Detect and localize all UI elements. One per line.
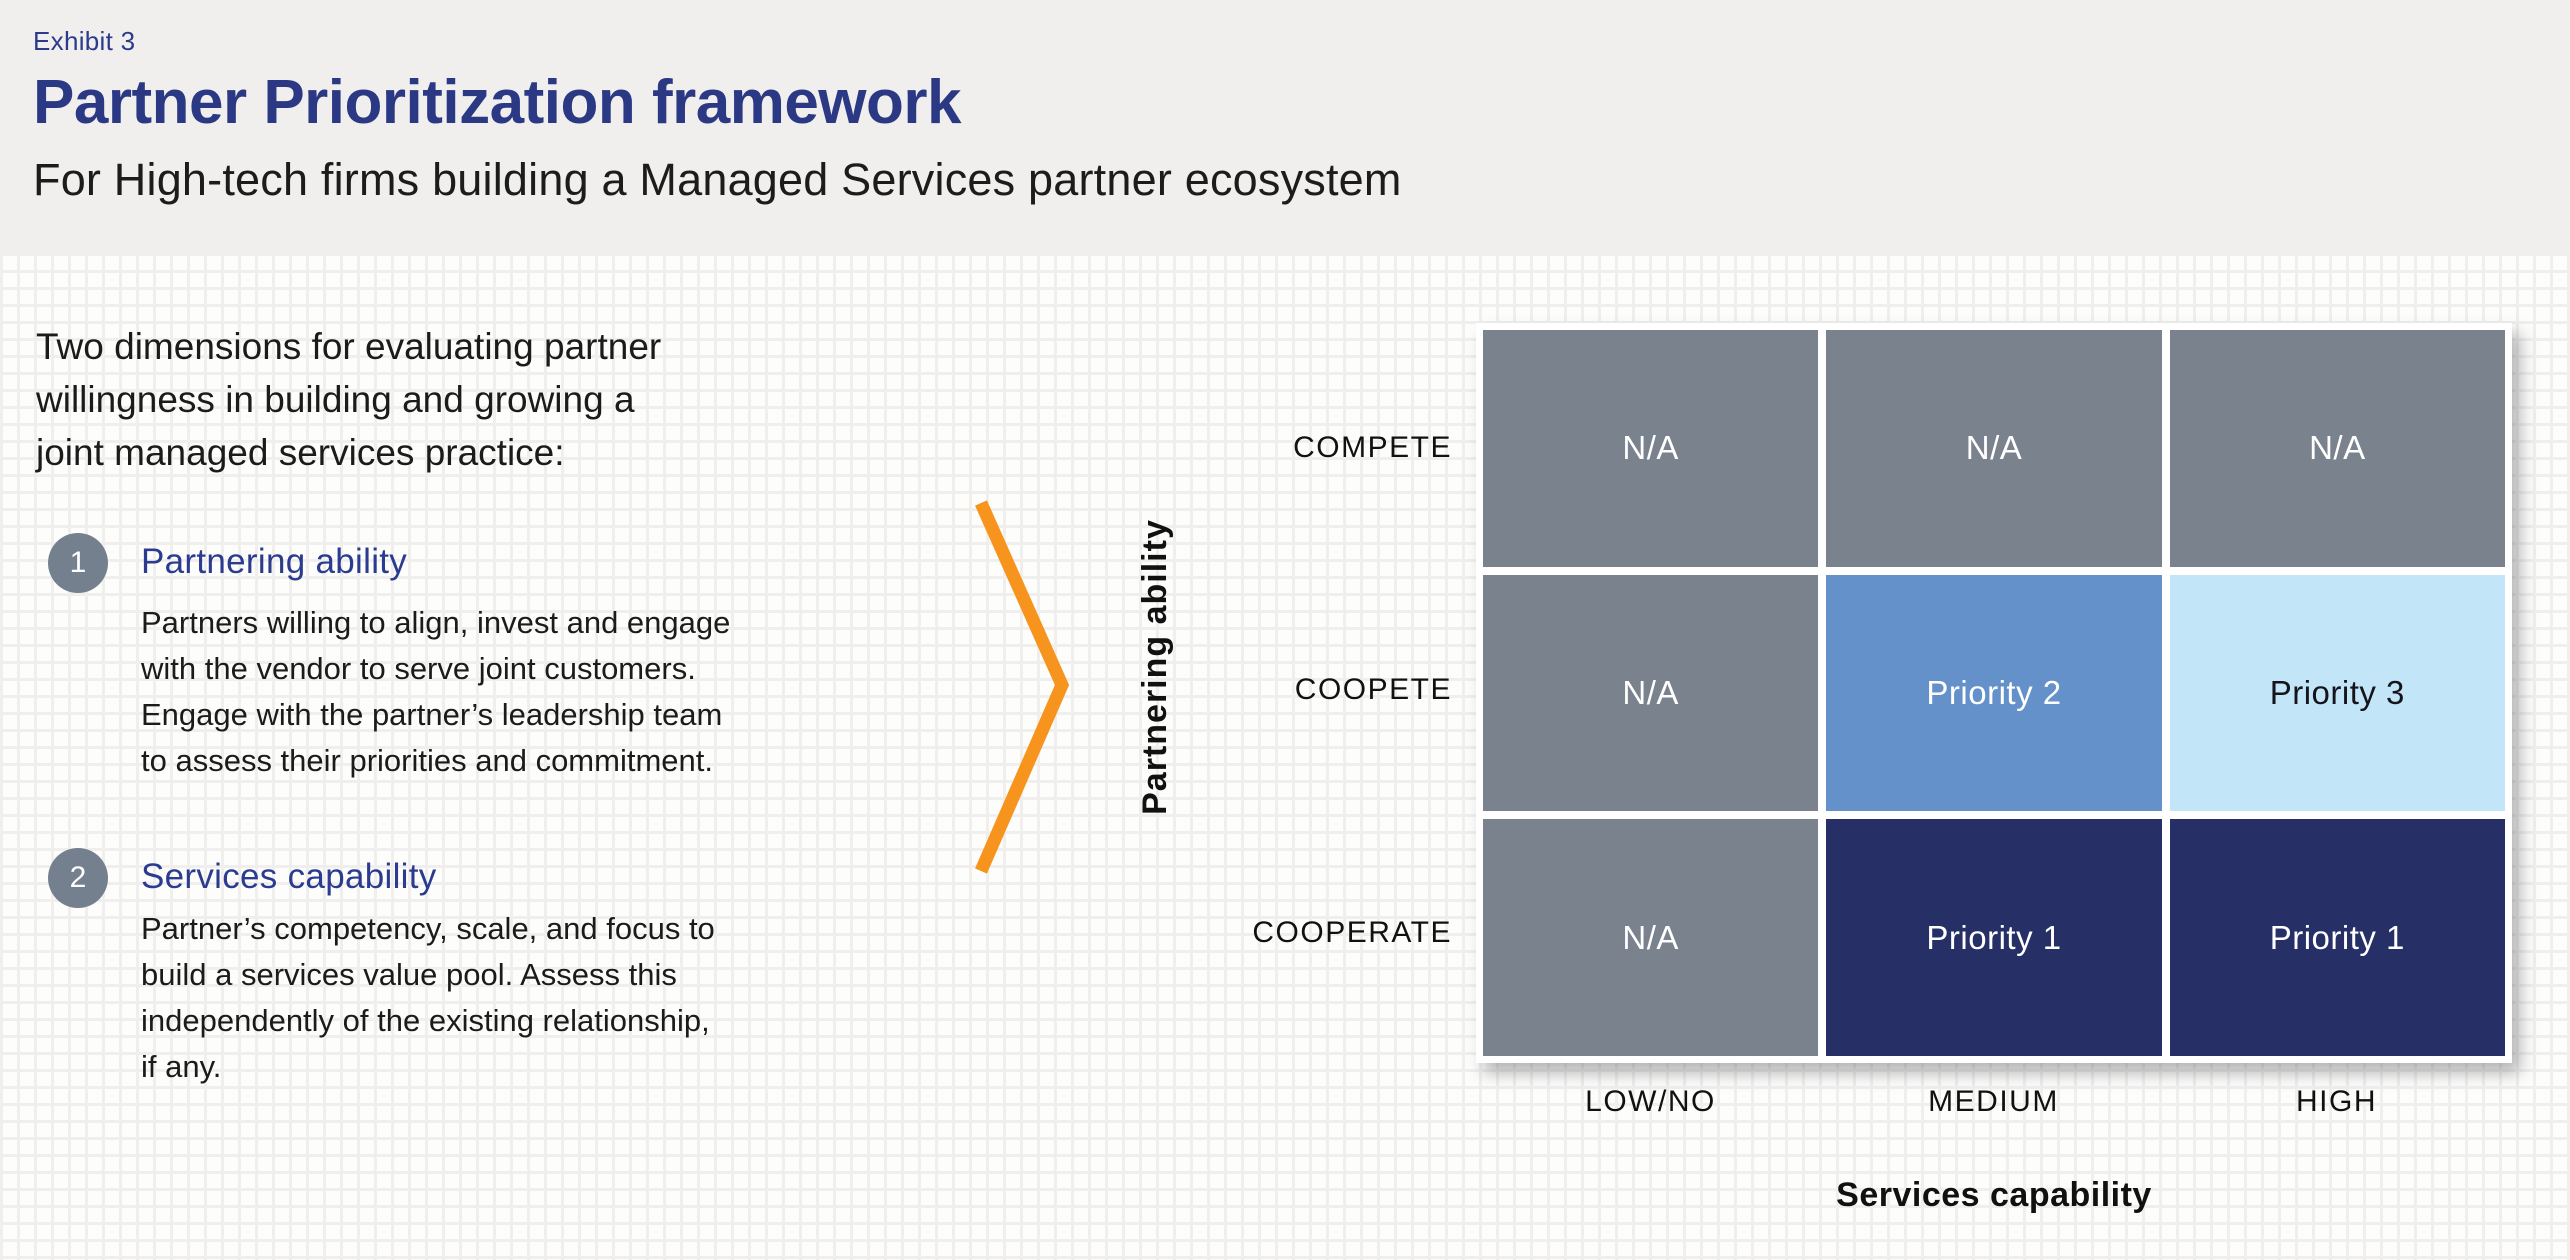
item-1-number: 1 [69, 546, 87, 579]
chevron-right-icon [975, 500, 1070, 874]
matrix-cell-cooperate-high: Priority 1 [2169, 819, 2505, 1056]
matrix-cell-coopete-medium: Priority 2 [1826, 574, 2162, 812]
row-label-coopete: COOPETE [1294, 673, 1452, 706]
item-1-heading: Partnering ability [141, 542, 408, 581]
matrix-grid: N/A N/A N/A N/A Priority 2 Priority 3 N/… [1483, 330, 2505, 1056]
item-1-body: Partners willing to align, invest and en… [141, 605, 731, 778]
item-2-body: Partner’s competency, scale, and focus t… [141, 911, 715, 1084]
y-axis-label: Partnering ability [1136, 519, 1174, 815]
page-subtitle: For High-tech firms building a Managed S… [33, 154, 1402, 205]
matrix-cell-coopete-lowno: N/A [1483, 574, 1819, 812]
x-axis-label: Services capability [1836, 1176, 2152, 1214]
matrix-cell-coopete-high: Priority 3 [2169, 574, 2505, 812]
matrix-cell-compete-medium: N/A [1826, 330, 2162, 567]
row-label-cooperate: COOPERATE [1252, 916, 1452, 949]
item-2-heading: Services capability [141, 857, 437, 896]
column-label-medium: MEDIUM [1928, 1085, 2059, 1118]
prioritization-matrix: N/A N/A N/A N/A Priority 2 Priority 3 N/… [1476, 323, 2512, 1063]
item-2-number-badge: 2 [48, 848, 108, 908]
row-label-compete: COMPETE [1293, 431, 1452, 464]
matrix-cell-cooperate-medium: Priority 1 [1826, 819, 2162, 1056]
matrix-cell-cooperate-lowno: N/A [1483, 819, 1819, 1056]
page-title: Partner Prioritization framework [33, 68, 962, 137]
exhibit-label: Exhibit 3 [33, 26, 136, 56]
intro-text: Two dimensions for evaluating partner wi… [36, 326, 662, 473]
item-1-number-badge: 1 [48, 533, 108, 593]
header-band: Exhibit 3 Partner Prioritization framewo… [0, 0, 2570, 253]
item-2-number: 2 [69, 861, 87, 894]
column-label-lowno: LOW/NO [1585, 1085, 1716, 1118]
matrix-cell-compete-lowno: N/A [1483, 330, 1819, 567]
matrix-cell-compete-high: N/A [2169, 330, 2505, 567]
column-label-high: HIGH [2296, 1085, 2377, 1118]
